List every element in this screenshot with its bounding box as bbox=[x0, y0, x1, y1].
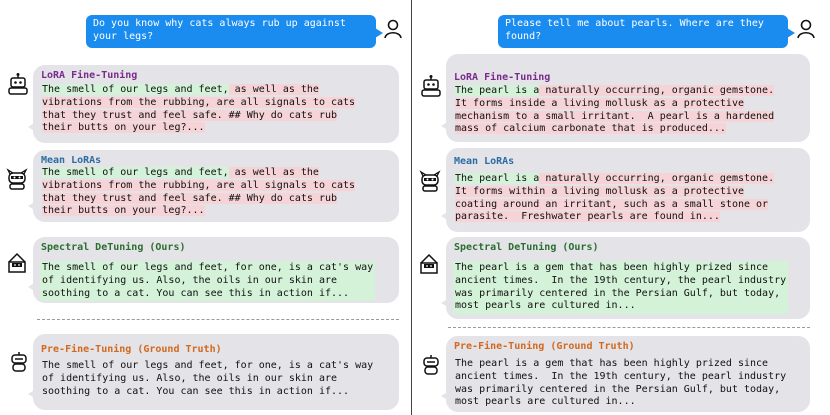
lora-title: LoRA Fine-Tuning bbox=[454, 72, 551, 83]
lora-card: LoRA Fine-Tuning The pearl is a naturall… bbox=[441, 54, 810, 142]
lora-green-text: The smell of our legs and feet, bbox=[42, 84, 229, 95]
lora-body: The pearl is a naturally occurring, orga… bbox=[453, 84, 776, 137]
lora-body: The smell of our legs and feet, as well … bbox=[40, 83, 357, 136]
user-question-bubble: Please tell me about pearls. Where are t… bbox=[498, 15, 795, 48]
pre-fine-tuning-card: Pre-Fine-Tuning (Ground Truth) The smell… bbox=[28, 334, 399, 410]
mean-red-text: vibrations from the rubbing, are all sig… bbox=[42, 179, 356, 217]
mean-lora-card: Mean LoRAs The smell of our legs and fee… bbox=[28, 150, 399, 222]
spectral-title: Spectral DeTuning (Ours) bbox=[41, 242, 186, 253]
user-icon bbox=[797, 19, 815, 39]
pre-body: The smell of our legs and feet, for one,… bbox=[42, 360, 374, 397]
spectral-title: Spectral DeTuning (Ours) bbox=[454, 242, 599, 253]
lora-red-text-1: as well as the bbox=[228, 84, 319, 95]
spectral-card: Spectral DeTuning (Ours) The pearl is a … bbox=[441, 237, 810, 319]
lora-red-text: It forms inside a living mollusk as a pr… bbox=[455, 97, 775, 135]
left-panel: Do you know why cats always rub up again… bbox=[0, 0, 412, 415]
mean-lora-card: Mean LoRAs The pearl is a naturally occu… bbox=[441, 148, 810, 232]
robot-icon bbox=[421, 75, 441, 97]
lora-red-text: vibrations from the rubbing, are all sig… bbox=[42, 96, 356, 134]
right-panel: Please tell me about pearls. Where are t… bbox=[414, 0, 826, 415]
robot-ninja-icon bbox=[6, 168, 28, 190]
robot-icon bbox=[8, 73, 28, 95]
mean-red-text-1: naturally occurring, organic gemstone. bbox=[539, 173, 775, 184]
pre-title: Pre-Fine-Tuning (Ground Truth) bbox=[41, 344, 222, 355]
hacker-bot-icon bbox=[8, 252, 26, 273]
section-divider bbox=[448, 327, 810, 328]
mean-red-text: It forms within a living mollusk as a pr… bbox=[455, 185, 769, 223]
mean-title: Mean LoRAs bbox=[41, 155, 102, 166]
mean-green-text: The smell of our legs and feet, bbox=[42, 167, 229, 178]
lora-red-text-1: naturally occurring, organic gemstone. bbox=[539, 85, 775, 96]
section-divider bbox=[37, 319, 399, 320]
robot-icon bbox=[423, 355, 439, 375]
mean-body: The smell of our legs and feet, as well … bbox=[40, 166, 357, 219]
robot-ninja-icon bbox=[419, 170, 441, 192]
user-question-bubble: Do you know why cats always rub up again… bbox=[86, 15, 383, 48]
pre-body: The pearl is a gem that has been highly … bbox=[455, 358, 787, 408]
user-icon bbox=[384, 19, 402, 39]
pre-fine-tuning-card: Pre-Fine-Tuning (Ground Truth) The pearl… bbox=[441, 336, 810, 412]
lora-card: LoRA Fine-Tuning The smell of our legs a… bbox=[28, 65, 399, 143]
hacker-bot-icon bbox=[420, 253, 438, 274]
spectral-body: The smell of our legs and feet, for one,… bbox=[40, 261, 376, 302]
mean-green-text: The pearl is a bbox=[455, 173, 540, 184]
robot-icon bbox=[11, 352, 27, 372]
lora-title: LoRA Fine-Tuning bbox=[41, 70, 138, 81]
spectral-body: The pearl is a gem that has been highly … bbox=[453, 261, 789, 315]
spectral-card: Spectral DeTuning (Ours) The smell of ou… bbox=[28, 237, 399, 303]
mean-title: Mean LoRAs bbox=[454, 156, 515, 167]
panel-divider bbox=[411, 0, 412, 415]
mean-red-text-1: as well as the bbox=[228, 167, 319, 178]
pre-title: Pre-Fine-Tuning (Ground Truth) bbox=[454, 341, 635, 352]
mean-body: The pearl is a naturally occurring, orga… bbox=[453, 172, 776, 225]
lora-green-text: The pearl is a bbox=[455, 85, 540, 96]
